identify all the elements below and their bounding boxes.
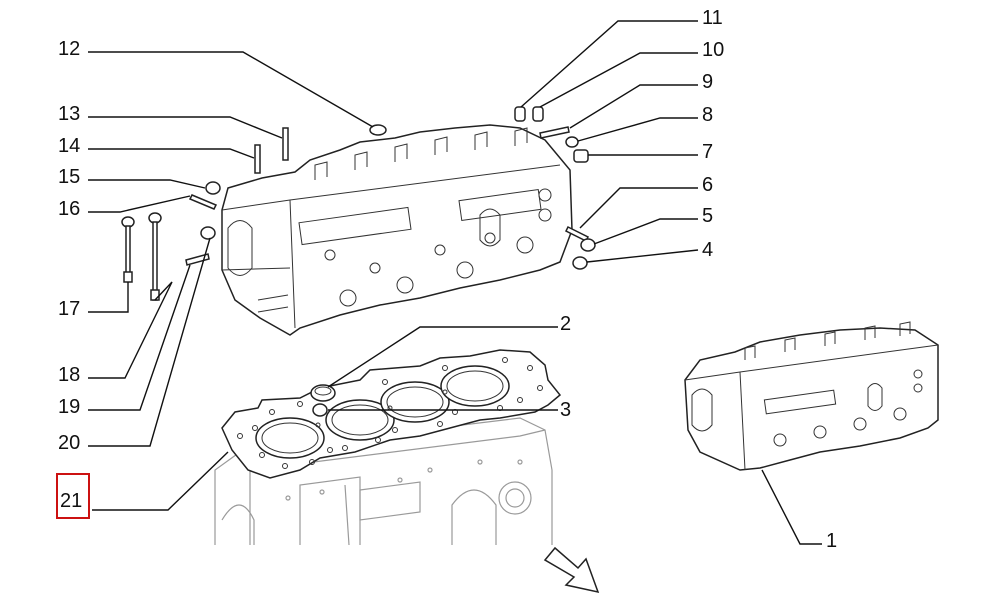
callout-20[interactable]: 20 [58,432,80,454]
leader-21 [92,451,229,511]
callout-21[interactable]: 21 [60,490,82,512]
callout-10[interactable]: 10 [702,39,724,61]
callout-18[interactable]: 18 [58,364,80,386]
callout-8[interactable]: 8 [702,104,713,126]
callout-16[interactable]: 16 [58,198,80,220]
callout-7[interactable]: 7 [702,141,713,163]
leader-6 [579,187,698,229]
callout-4[interactable]: 4 [702,239,713,261]
callout-14[interactable]: 14 [58,135,80,157]
leader-10 [539,52,698,108]
leader-5 [593,218,698,245]
callout-1[interactable]: 1 [826,530,837,552]
leader-15 [88,179,206,189]
leader-14 [88,148,255,159]
leader-1 [761,469,822,545]
leader-20 [88,237,211,447]
cylinder-head-exploded [221,124,573,336]
callout-5[interactable]: 5 [702,205,713,227]
centering-dowel [312,403,328,417]
front-direction-arrow-icon [543,546,600,594]
callout-2[interactable]: 2 [560,313,571,335]
leader-8 [577,117,698,142]
callout-17[interactable]: 17 [58,298,80,320]
callout-21-highlight [56,473,90,519]
leader-18 [88,281,173,379]
leader-13 [88,116,283,139]
head-gasket [221,349,562,479]
callout-15[interactable]: 15 [58,166,80,188]
leader-4 [586,249,699,263]
callout-12[interactable]: 12 [58,38,80,60]
cylinder-head-assembled [684,321,939,471]
callout-3[interactable]: 3 [560,399,571,421]
leader-19 [88,264,191,411]
callout-13[interactable]: 13 [58,103,80,125]
sealing-ring [310,384,336,402]
leader-17 [88,282,129,313]
leader-lines [88,20,822,545]
callout-6[interactable]: 6 [702,174,713,196]
callout-9[interactable]: 9 [702,71,713,93]
leader-16 [88,195,191,213]
leader-9 [569,84,698,129]
callout-11[interactable]: 11 [702,7,723,29]
leader-2 [327,326,558,388]
callout-19[interactable]: 19 [58,396,80,418]
leader-12 [88,51,374,128]
leader-11 [520,20,698,108]
callout-labels: 12 13 14 15 16 17 18 19 20 21 11 10 9 8 … [58,7,837,552]
